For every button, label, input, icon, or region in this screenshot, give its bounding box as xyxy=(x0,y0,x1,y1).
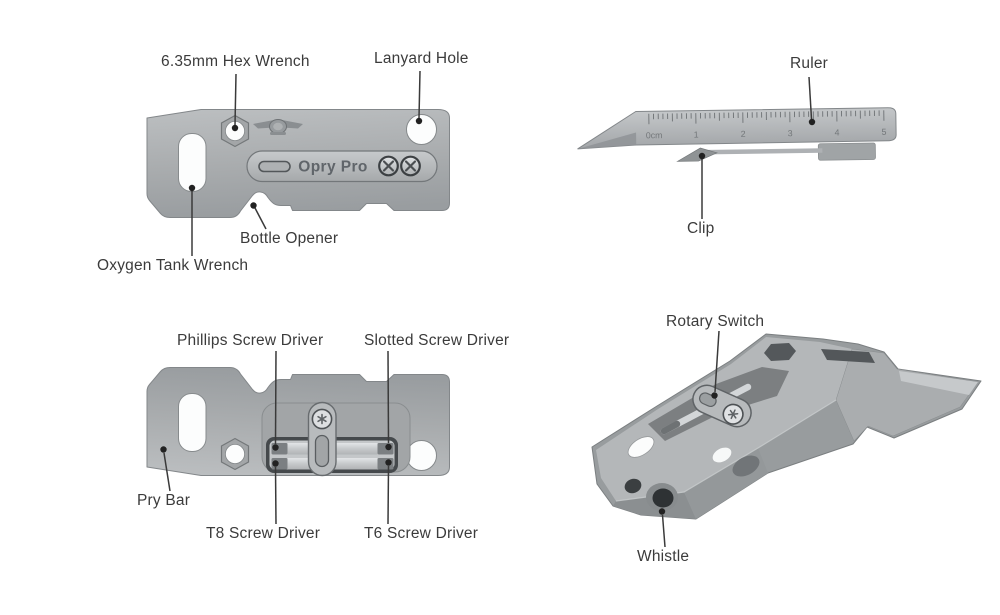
leader-pry-bar xyxy=(163,452,171,492)
dot-bottle-opener xyxy=(250,202,257,209)
label-phillips-driver: Phillips Screw Driver xyxy=(177,332,324,349)
label-lanyard-hole: Lanyard Hole xyxy=(374,50,469,67)
ruler-body xyxy=(577,107,897,150)
leader-t6 xyxy=(387,465,390,525)
oxygen-slot-3d xyxy=(627,436,655,458)
leader-phillips xyxy=(274,350,277,445)
hex-wrench-bore-back xyxy=(224,443,245,464)
label-bottle-opener: Bottle Opener xyxy=(240,230,339,247)
dot-t6 xyxy=(385,459,392,466)
label-hex-wrench: 6.35mm Hex Wrench xyxy=(161,53,310,70)
rotary-switch-slot xyxy=(314,434,330,468)
label-clip: Clip xyxy=(687,220,715,237)
hex-hole-front-3d xyxy=(624,478,642,494)
leader-whistle xyxy=(661,514,666,548)
leader-dots xyxy=(160,117,816,515)
ruler-mark: 5 xyxy=(882,127,887,137)
rotary-switch-back xyxy=(307,401,337,477)
bottle-notch-shadow-3d xyxy=(732,455,760,477)
rotary-switch-3d xyxy=(692,384,752,428)
dot-whistle xyxy=(658,508,666,515)
label-t6-driver: T6 Screw Driver xyxy=(364,525,479,542)
bar-oval-slot xyxy=(258,160,291,173)
dot-t8 xyxy=(272,460,279,467)
bottle-notch-3d xyxy=(712,447,732,463)
label-rotary-switch: Rotary Switch xyxy=(666,313,765,330)
clip-head xyxy=(676,147,718,162)
perspective-view xyxy=(591,333,982,520)
leader-hex-wrench xyxy=(234,73,237,126)
dot-hex-wrench xyxy=(231,124,239,132)
tool-3d-chisel-edge-highlight xyxy=(899,371,978,395)
ruler-tick-marks xyxy=(648,110,885,125)
leader-bottle-opener xyxy=(254,207,267,230)
ruler-mark: 3 xyxy=(788,128,793,138)
phillips-screw-icon xyxy=(378,155,399,177)
dot-rotary-switch xyxy=(711,392,718,399)
engraving-text: Opry Pro xyxy=(298,159,368,176)
brand-logo-icon xyxy=(253,119,303,135)
label-slotted-driver: Slotted Screw Driver xyxy=(364,332,510,349)
bit-3d-tip xyxy=(660,420,681,435)
whistle-hole xyxy=(652,488,674,508)
label-t8-driver: T8 Screw Driver xyxy=(206,525,321,542)
back-view xyxy=(146,367,450,477)
dot-pry-bar xyxy=(160,446,167,453)
dot-phillips xyxy=(272,444,279,451)
dot-clip xyxy=(698,152,706,160)
leader-slotted xyxy=(387,350,390,444)
label-oxygen-tank-wrench: Oxygen Tank Wrench xyxy=(97,257,249,274)
leader-t8 xyxy=(274,466,277,525)
side-view: 0cm 1 2 3 4 5 xyxy=(577,107,897,162)
label-pry-bar: Pry Bar xyxy=(137,492,191,509)
clip-anchor-block xyxy=(817,142,876,161)
clip-arm xyxy=(700,148,823,155)
leader-ruler xyxy=(808,76,813,120)
hex-hole-3d xyxy=(764,343,796,361)
dot-slotted xyxy=(385,443,392,451)
lanyard-slot-3d xyxy=(821,349,875,363)
oxygen-tank-wrench-slot xyxy=(178,133,207,192)
lanyard-hole-back xyxy=(406,440,437,471)
pry-tip-underside xyxy=(577,132,637,149)
dot-lanyard-hole xyxy=(415,117,423,125)
tool-3d-chisel-face xyxy=(835,348,979,442)
leader-lanyard-hole xyxy=(418,70,421,119)
oxygen-tank-wrench-slot-back xyxy=(178,393,207,452)
ruler-scale-numbers: 0cm 1 2 3 4 5 xyxy=(646,127,887,141)
dot-oxygen-tank-wrench xyxy=(188,184,196,192)
ruler-mark: 4 xyxy=(835,127,840,137)
ruler-mark: 1 xyxy=(694,130,699,140)
label-ruler: Ruler xyxy=(790,55,829,72)
front-view: Opry Pro xyxy=(146,109,450,218)
label-whistle: Whistle xyxy=(637,548,690,565)
ruler-mark: 0cm xyxy=(646,130,663,140)
lanyard-hole xyxy=(406,114,437,145)
leader-lines xyxy=(163,70,813,548)
leader-rotary-switch xyxy=(714,330,720,393)
phillips-screw-icon xyxy=(400,155,421,177)
ruler-mark: 2 xyxy=(741,129,746,139)
dot-ruler xyxy=(808,118,816,126)
